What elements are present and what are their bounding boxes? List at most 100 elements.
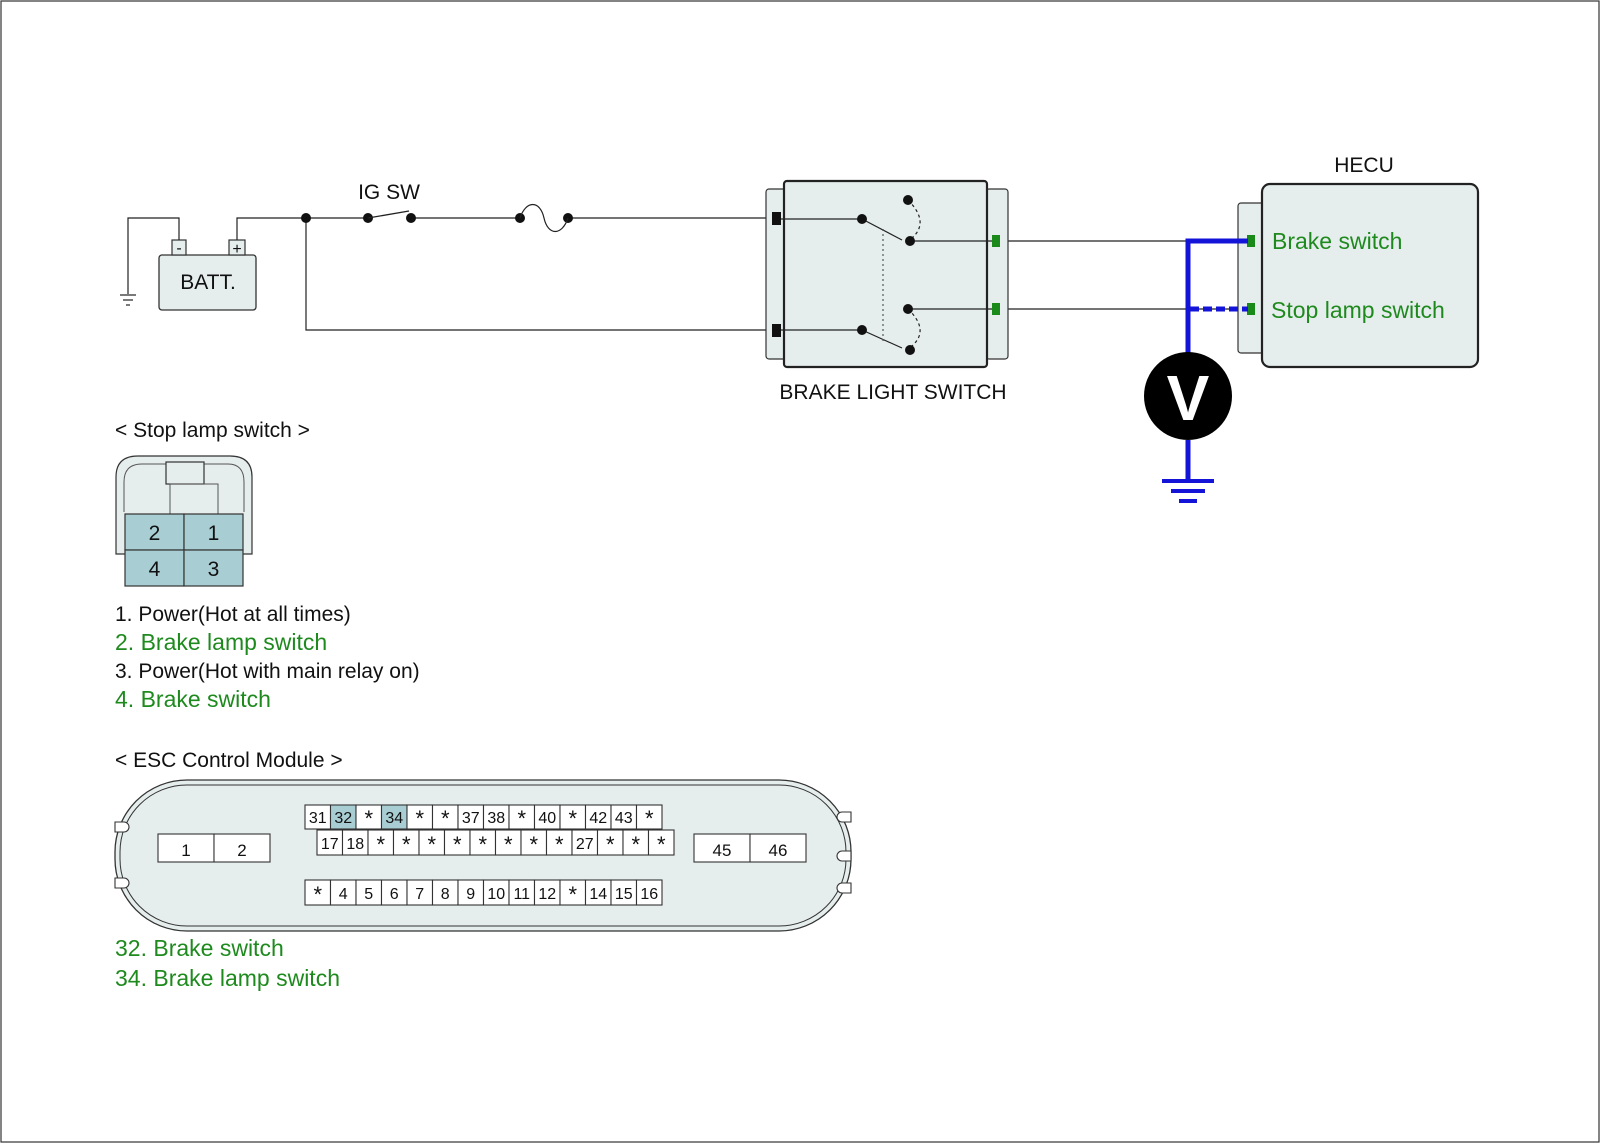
esc-pin-cell [469,829,497,856]
esc-pin-label: 10 [487,886,505,903]
esc-pin-label: * [376,832,385,857]
esc-pin-label: 16 [640,886,658,903]
esc-pin-cell [635,804,663,830]
brake-light-switch-label: BRAKE LIGHT SWITCH [779,381,1006,404]
esc-pin-cell [571,829,599,856]
esc-connector-title: < ESC Control Module > [115,749,343,772]
esc-pin-label: 46 [769,841,788,860]
esc-pin-cell [508,804,536,830]
esc-pin-label: 8 [441,886,450,903]
esc-pin-cell [559,879,587,906]
esc-pin-label: * [478,832,487,857]
esc-pin-label: 42 [589,810,607,827]
esc-pin-label: 12 [538,886,556,903]
esc-pin-label: * [427,832,436,857]
hecu-pin-stop-label: Stop lamp switch [1271,297,1445,323]
esc-pin-label: 15 [615,886,633,903]
esc-pin-cell [392,829,420,856]
splice-point [301,213,311,223]
esc-pin-label: 34 [385,810,403,827]
esc-pin-label: * [313,882,322,907]
stop-pin-cell [124,549,185,587]
esc-pin-label: * [402,832,411,857]
esc-pin-label: * [645,806,654,831]
esc-pin-label: 18 [346,836,364,853]
esc-legend-item: 34. Brake lamp switch [115,965,340,991]
stop-pin-label: 3 [208,558,220,581]
stop-pin-cell [124,513,185,551]
esc-pin-cell [329,804,357,830]
esc-pin-label: 17 [321,836,339,853]
stop-lamp-connector: 2 1 4 3 [115,455,253,587]
esc-pin-label: * [504,832,513,857]
esc-pin-label: * [517,806,526,831]
ground-symbol-meter [1162,479,1214,503]
esc-pin-label: 43 [615,810,633,827]
switch-terminal-upper [992,235,1000,247]
esc-pin-cell [157,833,215,863]
esc-pin-label: 31 [309,810,327,827]
hecu-body [1260,182,1480,369]
hecu: HECU Brake switch Stop lamp switch [1237,154,1480,369]
esc-legend: 32. Brake switch 34. Brake lamp switch [115,935,340,991]
esc-pin-label: * [529,832,538,857]
esc-pin-label: * [631,832,640,857]
esc-pin-cell [406,804,434,830]
battery-label: BATT. [180,271,236,294]
esc-pin-label: * [441,806,450,831]
battery-pos-sign: + [232,241,241,258]
esc-pin-label: * [453,832,462,857]
esc-pin-label: 2 [237,841,246,860]
esc-pin-cell [533,879,561,906]
esc-pin-cell [749,833,807,863]
stop-pin-label: 2 [149,522,161,545]
esc-legend-item: 32. Brake switch [115,935,284,961]
esc-pin-cell [355,804,383,830]
ignition-switch-label: IG SW [358,181,420,204]
hecu-pin-brake-label: Brake switch [1272,228,1402,254]
voltmeter-symbol: V [1167,362,1210,434]
esc-pin-cell [380,804,408,830]
hecu-terminal-stop [1247,303,1255,315]
esc-pin-cell [596,829,624,856]
esc-pin-cell [341,829,369,856]
esc-pin-label: 32 [334,810,352,827]
esc-pin-label: 11 [513,886,530,903]
esc-pin-cell [304,879,332,906]
stop-pin-label: 1 [208,522,220,545]
fuse [515,203,573,233]
esc-pin-cell [431,804,459,830]
esc-pin-cell [213,833,271,863]
switch-terminal-lower [992,303,1000,315]
battery: - + BATT. [158,239,257,311]
battery-body [158,254,257,311]
hecu-terminal-brake [1247,235,1255,247]
esc-pin-label: 45 [713,841,732,860]
esc-pin-cell [559,804,587,830]
stop-legend-item: 2. Brake lamp switch [115,629,327,655]
esc-pin-cell [635,879,663,906]
stop-pin-cell [183,549,244,587]
esc-pin-label: 38 [487,810,505,827]
stop-lamp-legend: 1. Power(Hot at all times) 2. Brake lamp … [115,603,420,712]
stop-legend-item: 1. Power(Hot at all times) [115,603,351,626]
esc-pin-label: * [364,806,373,831]
esc-pin-cell [647,829,675,856]
brake-light-switch-body [782,179,989,369]
voltmeter [1144,352,1232,440]
esc-pin-label: 5 [364,886,373,903]
esc-pin-label: 14 [589,886,607,903]
esc-pin-label: * [568,806,577,831]
esc-pin-label: * [657,832,666,857]
stop-lamp-connector-title: < Stop lamp switch > [115,419,310,442]
stop-legend-item: 4. Brake switch [115,686,271,712]
esc-pin-label: 40 [538,810,556,827]
hecu-label: HECU [1334,154,1394,177]
stop-pin-label: 4 [149,558,161,581]
esc-pin-cell [457,804,485,830]
stop-legend-item: 3. Power(Hot with main relay on) [115,660,420,683]
esc-pin-cell [431,879,459,906]
esc-pin-cell [520,829,548,856]
